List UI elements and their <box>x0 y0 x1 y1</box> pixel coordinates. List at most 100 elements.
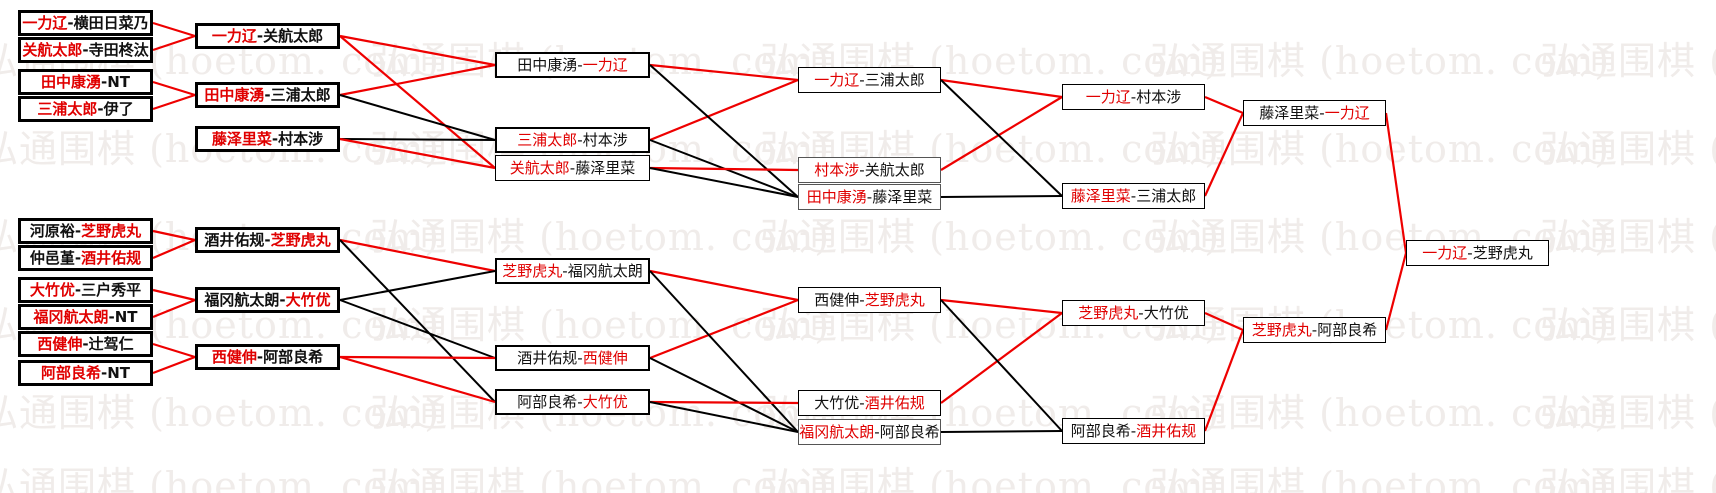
match-box[interactable]: 福冈航太朗-阿部良希 <box>798 419 941 445</box>
player-two: NT <box>114 307 138 326</box>
match-box[interactable]: 三浦太郎-伊了 <box>18 96 153 122</box>
versus-separator: - <box>577 130 583 149</box>
bracket-link <box>1384 112 1408 254</box>
match-label: 芝野虎丸-大竹优 <box>1078 303 1189 322</box>
match-box[interactable]: 阿部良希-NT <box>18 360 153 386</box>
match-label: 大竹优-酒井佑规 <box>814 393 924 412</box>
player-two: 大竹优 <box>582 392 628 411</box>
match-box[interactable]: 河原裕-芝野虎丸 <box>18 218 153 244</box>
match-box[interactable]: 关航太郎-寺田柊汰 <box>18 37 153 63</box>
bracket-link <box>649 78 799 142</box>
match-box[interactable]: 阿部良希-大竹优 <box>495 389 650 415</box>
versus-separator: - <box>264 230 271 249</box>
player-two: 大竹优 <box>1143 303 1189 322</box>
match-box[interactable]: 阿部良希-酒井佑规 <box>1062 418 1205 444</box>
match-box[interactable]: 藤泽里菜-三浦太郎 <box>1062 183 1205 209</box>
player-one: 阿部良希 <box>1070 421 1131 440</box>
match-box[interactable]: 关航太郎-藤泽里菜 <box>495 155 650 181</box>
match-box[interactable]: 西健伸-辻驾仁 <box>18 331 153 357</box>
match-box[interactable]: 西健伸-阿部良希 <box>195 344 340 370</box>
player-two: 村本涉 <box>582 130 628 149</box>
match-box[interactable]: 藤泽里菜-村本涉 <box>195 126 340 152</box>
versus-separator: - <box>256 347 264 366</box>
match-label: 大竹优-三户秀平 <box>29 280 141 299</box>
player-one: 酒井佑规 <box>517 348 578 367</box>
player-one: 藤泽里菜 <box>1259 103 1320 122</box>
bracket-link <box>649 400 799 405</box>
player-one: 田中康湧 <box>204 85 265 104</box>
player-one: 田中康湧 <box>517 55 578 74</box>
versus-separator: - <box>100 363 108 382</box>
bracket-link <box>940 195 1063 198</box>
match-box[interactable]: 酒井佑规-西健伸 <box>495 345 650 371</box>
bracket-link <box>649 63 799 82</box>
match-box[interactable]: 一力辽-横田日菜乃 <box>18 10 153 36</box>
player-two: 藤泽里菜 <box>872 187 933 206</box>
match-box[interactable]: 仲邑堇-酒井佑规 <box>18 245 153 271</box>
match-box[interactable]: 田中康湧-藤泽里菜 <box>798 184 941 210</box>
versus-separator: - <box>82 40 89 59</box>
bracket-link <box>339 238 496 273</box>
match-box[interactable]: 福冈航太朗-大竹优 <box>195 287 340 313</box>
player-two: 芝野虎丸 <box>864 290 925 309</box>
match-box[interactable]: 一力辽-关航太郎 <box>195 23 340 49</box>
versus-separator: - <box>82 334 89 353</box>
versus-separator: - <box>74 280 82 299</box>
versus-separator: - <box>859 393 865 412</box>
versus-separator: - <box>859 290 865 309</box>
player-two: NT <box>107 72 131 91</box>
match-box[interactable]: 福冈航太朗-NT <box>18 304 153 330</box>
player-one: 大竹优 <box>29 280 75 299</box>
player-two: 福冈航太朗 <box>567 261 643 280</box>
match-box[interactable]: 一力辽-芝野虎丸 <box>1406 240 1549 266</box>
bracket-link <box>152 355 196 375</box>
player-one: 三浦太郎 <box>517 130 578 149</box>
player-two: 三浦太郎 <box>864 70 925 89</box>
match-box[interactable]: 三浦太郎-村本涉 <box>495 127 650 153</box>
match-box[interactable]: 村本涉-关航太郎 <box>798 157 941 183</box>
player-one: 西健伸 <box>37 334 83 353</box>
match-box[interactable]: 田中康湧-一力辽 <box>495 52 650 78</box>
bracket-link <box>649 298 799 360</box>
match-box[interactable]: 大竹优-酒井佑规 <box>798 390 941 416</box>
match-box[interactable]: 藤泽里菜-一力辽 <box>1243 100 1386 126</box>
match-box[interactable]: 田中康湧-三浦太郎 <box>195 82 340 108</box>
bracket-link <box>339 34 496 67</box>
match-label: 田中康湧-一力辽 <box>517 55 628 74</box>
player-one: 福冈航太朗 <box>799 422 875 441</box>
versus-separator: - <box>264 85 271 104</box>
versus-separator: - <box>256 26 264 45</box>
match-label: 河原裕-芝野虎丸 <box>30 221 142 240</box>
versus-separator: - <box>1130 421 1137 440</box>
bracket-link <box>152 288 196 302</box>
player-two: 一力辽 <box>582 55 628 74</box>
bracket-link <box>1204 311 1244 332</box>
match-box[interactable]: 芝野虎丸-阿部良希 <box>1243 317 1386 343</box>
player-two: 三浦太郎 <box>270 85 331 104</box>
player-two: 藤泽里菜 <box>575 158 636 177</box>
match-label: 西健伸-阿部良希 <box>212 347 323 366</box>
bracket-link <box>339 239 496 403</box>
match-box[interactable]: 大竹优-三户秀平 <box>18 277 153 303</box>
bracket-link <box>649 269 799 302</box>
player-two: 西健伸 <box>582 348 628 367</box>
match-box[interactable]: 酒井佑规-芝野虎丸 <box>195 227 340 253</box>
player-two: 芝野虎丸 <box>270 230 331 249</box>
match-box[interactable]: 西健伸-芝野虎丸 <box>798 287 941 313</box>
match-box[interactable]: 田中康湧-NT <box>18 69 153 95</box>
bracket-link <box>339 35 496 169</box>
player-two: 大竹优 <box>285 290 331 309</box>
versus-separator: - <box>97 99 104 118</box>
match-box[interactable]: 芝野虎丸-大竹优 <box>1062 300 1205 326</box>
player-two: 一力辽 <box>1324 103 1370 122</box>
player-two: 芝野虎丸 <box>81 221 142 240</box>
match-box[interactable]: 一力辽-村本涉 <box>1062 84 1205 110</box>
match-box[interactable]: 芝野虎丸-福冈航太朗 <box>495 258 650 284</box>
player-two: 阿部良希 <box>1317 320 1378 339</box>
match-label: 三浦太郎-伊了 <box>37 99 133 118</box>
player-one: 一力辽 <box>211 26 257 45</box>
player-two: 三浦太郎 <box>1136 186 1197 205</box>
match-box[interactable]: 一力辽-三浦太郎 <box>798 67 941 93</box>
player-two: 阿部良希 <box>879 422 940 441</box>
